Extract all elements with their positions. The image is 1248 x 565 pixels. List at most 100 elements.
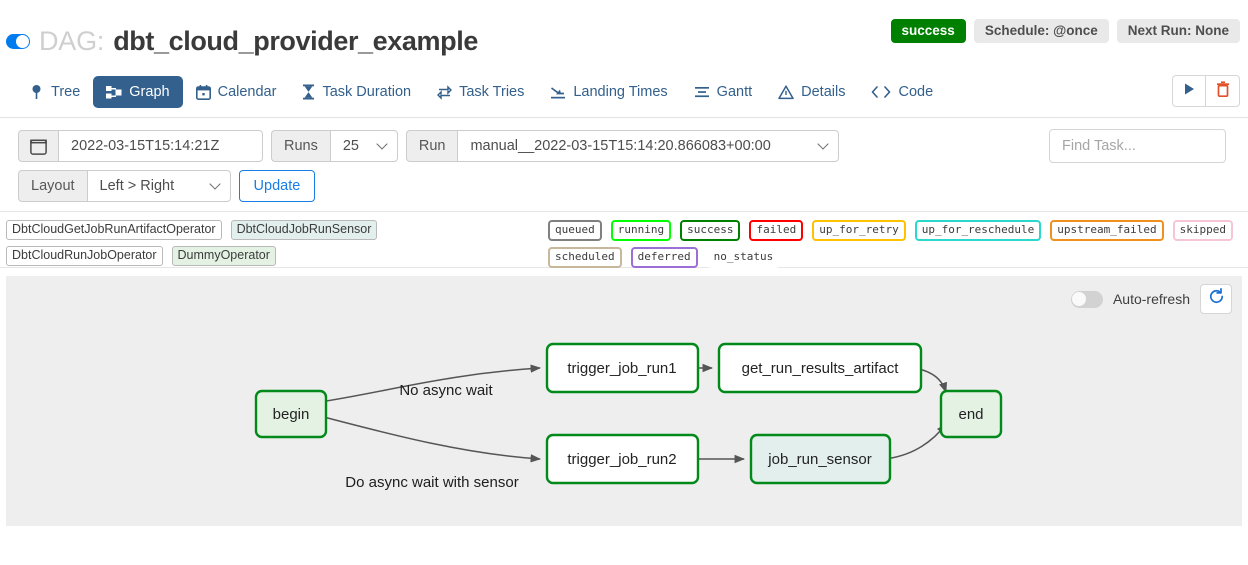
edge-label: Do async wait with sensor [345, 474, 518, 491]
graph-node-trigger-job-run2[interactable]: trigger_job_run2 [545, 433, 700, 485]
base-date-input[interactable]: 2022-03-15T15:14:21Z [58, 130, 263, 162]
operator-legend-tag[interactable]: DummyOperator [171, 246, 276, 266]
graph-node-end[interactable]: end [939, 389, 1003, 439]
find-task-input[interactable]: Find Task... [1049, 129, 1226, 163]
tab-graph[interactable]: Graph [93, 76, 183, 108]
runs-select[interactable]: 25 [329, 130, 398, 162]
refresh-icon [1208, 288, 1225, 310]
graph-edge-labels: No async wait Do async wait with sensor [345, 382, 518, 491]
landing-icon [550, 85, 566, 100]
node-label: job_run_sensor [767, 451, 871, 468]
status-legend: queued running success failed up_for_retry up… [548, 220, 1244, 268]
dag-name: dbt_cloud_provider_example [113, 26, 478, 56]
tab-code[interactable]: Code [858, 76, 946, 108]
tab-label: Task Tries [459, 84, 525, 100]
status-legend-tag[interactable]: success [680, 220, 741, 241]
gantt-icon [694, 85, 710, 99]
layout-select[interactable]: Left > Right [86, 170, 231, 202]
dag-action-buttons [1172, 75, 1240, 107]
next-run-badge: Next Run: None [1116, 19, 1240, 43]
status-legend-tag[interactable]: up_for_retry [812, 220, 906, 241]
runs-label: Runs [271, 130, 330, 162]
trash-icon [1216, 80, 1230, 102]
run-select[interactable]: manual__2022-03-15T15:14:20.866083+00:00 [457, 130, 840, 162]
node-label: get_run_results_artifact [742, 360, 900, 377]
auto-refresh-toggle[interactable] [1070, 290, 1103, 308]
calendar-icon[interactable] [18, 130, 58, 162]
graph-canvas[interactable]: Auto-refresh No async wait [6, 276, 1242, 526]
edge-label: No async wait [399, 382, 493, 399]
edge-begin-to-trigger2 [319, 415, 542, 463]
tab-label: Landing Times [573, 84, 668, 100]
tab-label: Tree [51, 84, 81, 100]
tab-task-tries[interactable]: Task Tries [424, 76, 537, 108]
hourglass-icon [302, 84, 315, 100]
base-date-group: 2022-03-15T15:14:21Z [18, 130, 263, 162]
node-label: trigger_job_run2 [567, 451, 676, 468]
status-legend-tag[interactable]: up_for_reschedule [914, 220, 1042, 241]
operator-legend-tag[interactable]: DbtCloudJobRunSensor [230, 220, 378, 240]
auto-refresh-label: Auto-refresh [1112, 291, 1190, 307]
tab-tree[interactable]: Tree [16, 76, 93, 108]
run-label: Run [405, 130, 458, 162]
update-button[interactable]: Update [238, 170, 316, 202]
dag-nav: Tree Graph Calendar Task Duration Task T [0, 66, 1248, 118]
tab-calendar[interactable]: Calendar [183, 76, 290, 108]
node-label: end [958, 406, 983, 423]
dag-filter-bar: 2022-03-15T15:14:21Z Runs 25 Run manual_… [0, 118, 1248, 212]
tree-icon [29, 84, 44, 100]
tab-list: Tree Graph Calendar Task Duration Task T [8, 66, 1240, 118]
tab-label: Graph [129, 84, 170, 100]
retry-icon [437, 84, 453, 100]
code-brackets-icon [871, 85, 891, 99]
graph-node-job-run-sensor[interactable]: job_run_sensor [749, 433, 892, 485]
tab-task-duration[interactable]: Task Duration [289, 76, 424, 108]
operator-legend-tag[interactable]: DbtCloudGetJobRunArtifactOperator [6, 220, 222, 240]
header-badges: success Schedule: @once Next Run: None [890, 19, 1240, 43]
tab-details[interactable]: Details [765, 76, 858, 108]
graph-icon [106, 85, 122, 100]
play-icon [1183, 82, 1196, 101]
delete-dag-button[interactable] [1206, 75, 1240, 107]
status-badge: success [890, 19, 966, 43]
tab-label: Task Duration [322, 84, 412, 100]
tab-label: Code [898, 84, 934, 100]
filter-row-primary: 2022-03-15T15:14:21Z Runs 25 Run manual_… [18, 129, 1238, 163]
pause-toggle-on-icon[interactable] [6, 34, 30, 49]
edge-sensor-to-end [883, 423, 947, 460]
tab-gantt[interactable]: Gantt [681, 76, 765, 108]
status-legend-tag[interactable]: skipped [1172, 220, 1233, 241]
runs-group: Runs 25 [271, 130, 398, 162]
edge-begin-to-trigger1 [319, 364, 542, 403]
node-label: trigger_job_run1 [567, 360, 676, 377]
node-label: begin [273, 406, 310, 423]
operator-legend-tag[interactable]: DbtCloudRunJobOperator [6, 246, 163, 266]
status-legend-tag[interactable]: deferred [630, 247, 698, 268]
status-legend-tag[interactable]: upstream_failed [1050, 220, 1164, 241]
auto-refresh-controls: Auto-refresh [1070, 284, 1232, 314]
dag-graph-svg: No async wait Do async wait with sensor … [254, 342, 1003, 491]
tab-landing-times[interactable]: Landing Times [537, 76, 680, 108]
graph-node-get-run-results-artifact[interactable]: get_run_results_artifact [717, 342, 923, 394]
trigger-dag-button[interactable] [1172, 75, 1206, 107]
status-legend-tag[interactable]: running [610, 220, 672, 241]
status-legend-tag[interactable]: queued [548, 220, 602, 241]
tab-label: Gantt [716, 84, 753, 100]
graph-node-begin[interactable]: begin [254, 389, 328, 439]
run-group: Run manual__2022-03-15T15:14:20.866083+0… [405, 130, 840, 162]
tab-label: Calendar [217, 84, 277, 100]
tab-label: Details [801, 84, 846, 100]
dag-title: DAG: dbt_cloud_provider_example [6, 26, 478, 57]
dag-header: DAG: dbt_cloud_provider_example success … [0, 0, 1248, 66]
dag-label: DAG: [39, 26, 105, 56]
warning-triangle-icon [778, 84, 794, 100]
schedule-badge[interactable]: Schedule: @once [973, 19, 1109, 43]
refresh-button[interactable] [1200, 284, 1232, 314]
layout-group: Layout Left > Right [18, 170, 231, 202]
status-legend-tag[interactable]: failed [749, 220, 804, 241]
status-legend-tag[interactable]: no_status [706, 247, 781, 268]
status-legend-tag[interactable]: scheduled [548, 247, 622, 268]
graph-node-trigger-job-run1[interactable]: trigger_job_run1 [545, 342, 700, 394]
